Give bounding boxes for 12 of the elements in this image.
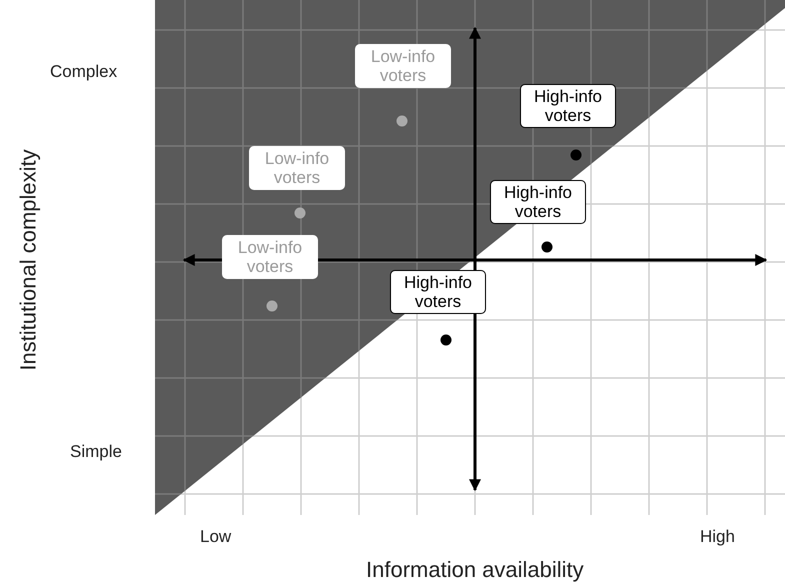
text-label-box: Low-info voters xyxy=(222,235,318,279)
text-label-box: High-info voters xyxy=(490,180,586,224)
text-label-box: High-info voters xyxy=(390,270,486,314)
axis-title: Information availability xyxy=(366,557,584,583)
axis-title: Institutional complexity xyxy=(15,149,42,371)
axis-tick-label: Low xyxy=(200,527,232,547)
text-label-box: Low-info voters xyxy=(355,44,451,88)
text-label-box: Low-info voters xyxy=(249,146,345,190)
axis-tick-label: Complex xyxy=(50,62,118,82)
text-label-box: High-info voters xyxy=(520,84,616,128)
axis-tick-label: Simple xyxy=(70,442,122,462)
axis-tick-label: High xyxy=(700,527,735,547)
